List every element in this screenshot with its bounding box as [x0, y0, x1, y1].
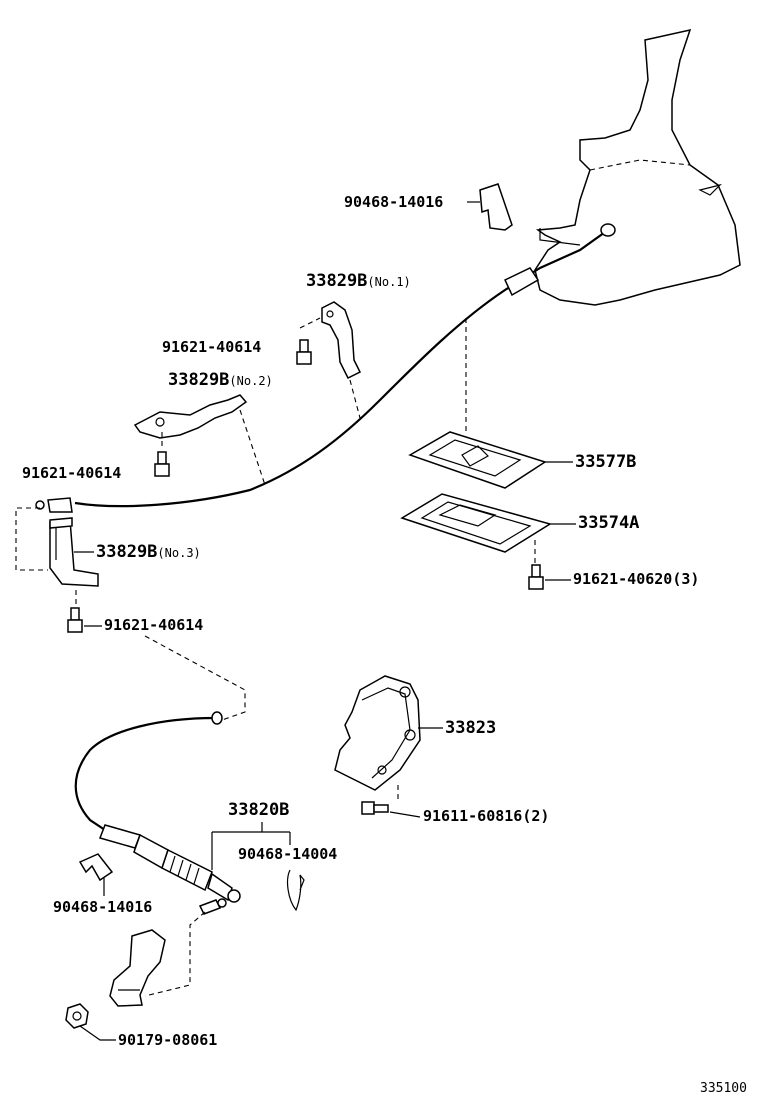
- bracket-no1-icon: [321, 301, 362, 380]
- label-bolt-bracket-lower: 91611-60816(2): [423, 807, 549, 825]
- label-bracket-no1: 33829B(No.1): [306, 271, 411, 291]
- gasket-icon: [400, 493, 552, 553]
- pin-icon: [286, 869, 305, 912]
- label-bracket-lower: 33823: [445, 718, 496, 738]
- label-bolt-no1: 91621-40614: [162, 338, 261, 356]
- nut-icon: [65, 1003, 89, 1029]
- bolt-bracket-lower-icon: [361, 801, 389, 815]
- label-cable-assy: 33820B: [228, 800, 289, 820]
- bolt-no1-icon: [296, 339, 312, 365]
- bolt-no2-icon: [154, 451, 170, 477]
- shift-plate-upper-icon: [408, 431, 547, 489]
- bolt-no3-icon: [67, 607, 83, 633]
- bracket-no2-icon: [133, 394, 248, 439]
- label-gasket: 33574A: [578, 513, 639, 533]
- label-bolt-no3: 91621-40614: [104, 616, 203, 634]
- clip-lower-icon: [78, 853, 114, 882]
- figure-number: 335100: [700, 1081, 747, 1096]
- bracket-lower-icon: [334, 675, 421, 791]
- label-bracket-no2: 33829B(No.2): [168, 370, 273, 390]
- label-pin: 90468-14004: [238, 845, 337, 863]
- label-nut: 90179-08061: [118, 1031, 217, 1049]
- shift-cable-lower: [74, 711, 241, 903]
- clip-upper-icon: [479, 183, 513, 231]
- label-clip-upper: 90468-14016: [344, 193, 443, 211]
- lever-arm-icon: [109, 929, 166, 1007]
- label-bolt-no2: 91621-40614: [22, 464, 121, 482]
- bolt-plate-icon: [528, 564, 544, 590]
- shift-lever-housing: [534, 28, 741, 306]
- label-bolt-plate: 91621-40620(3): [573, 570, 699, 588]
- bolt-cable-end-icon: [198, 898, 227, 915]
- label-clip-lower: 90468-14016: [53, 898, 152, 916]
- label-bracket-no3: 33829B(No.3): [96, 542, 201, 562]
- shift-cable-upper: [35, 223, 616, 513]
- label-plate-upper: 33577B: [575, 452, 636, 472]
- bracket-no3-icon: [49, 517, 99, 587]
